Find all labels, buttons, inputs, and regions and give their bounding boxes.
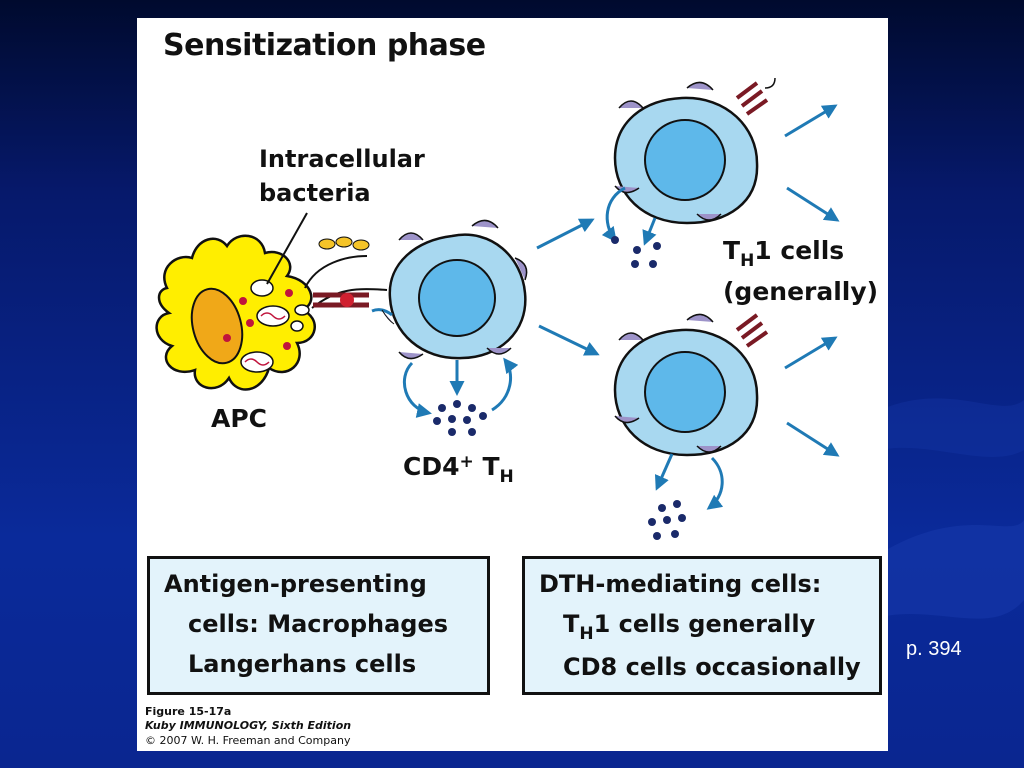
caption-book-title: Kuby IMMUNOLOGY, Sixth Edition [145,719,352,732]
apc-box-line2: cells: Macrophages [188,610,449,638]
uptake-arrow [491,357,519,412]
cd4-t-cell [371,219,528,360]
dth-box-line2-t: T [563,610,580,638]
caption-figure-number: Figure 15-17a [145,705,232,718]
differentiation-arrow-bottom [538,324,600,356]
label-cd4-sub: H [499,467,514,487]
secretion-arrow [402,361,432,418]
th1-bottom-loop [706,456,724,510]
th1-bottom-arrow-2 [786,421,840,457]
th1-cell-bottom [613,313,769,457]
label-bacteria-line2: bacteria [259,179,371,207]
apc-cell [155,234,316,391]
label-th1-line2: (generally) [723,277,879,306]
label-th1-rest: 1 cells [754,236,845,265]
page-reference: p. 394 [906,638,962,660]
th1-bottom-down-arrow [654,453,674,491]
diagram-illustration [155,77,840,540]
label-cd4-t: T [473,452,500,481]
apc-info-box: Antigen-presenting cells: Macrophages La… [147,556,490,695]
th1-top-arrow-1 [784,104,838,138]
label-th1-sub: H [740,251,755,271]
label-cd4-main: CD4 [403,452,460,481]
th1-top-arrow-2 [786,186,840,222]
bacteria-pointer-line [266,212,308,285]
th1-bottom-cytokines [648,500,686,540]
label-th1-cells: TH1 cells (generally) [723,232,878,311]
apc-box-line1: Antigen-presenting [164,570,427,598]
th1-top-down-arrow [642,217,657,246]
dth-box-line1: DTH-mediating cells: [539,570,822,598]
label-bacteria-line1: Intracellular [259,145,425,173]
figure-title: Sensitization phase [163,28,486,63]
mhc-tcr-contact [304,236,388,309]
label-cd4-th: CD4+ TH [403,452,514,487]
apc-box-line3: Langerhans cells [188,650,417,678]
label-apc: APC [211,404,268,433]
dth-box-line2-sub: H [579,624,594,644]
label-intracellular-bacteria: Intracellular bacteria [259,142,425,210]
dth-info-box: DTH-mediating cells: TH1 cells generally… [522,556,882,695]
th1-top-loop [601,186,626,243]
figure-panel: Sensitization phase Intracellular bacter… [137,18,888,751]
label-th1-t: T [723,236,741,265]
dth-box-line3: CD8 cells occasionally [563,653,861,681]
th1-cell-top [613,77,776,225]
caption-copyright: © 2007 W. H. Freeman and Company [145,734,351,747]
label-cd4-sup: + [459,452,474,472]
th1-top-cytokines [611,236,661,268]
th1-bottom-arrow-1 [784,336,838,370]
dth-box-line2: TH1 cells generally [539,604,879,647]
differentiation-arrow-top [536,218,595,250]
dth-box-line2-rest: 1 cells generally [593,610,816,638]
cytokine-dots [433,400,487,436]
